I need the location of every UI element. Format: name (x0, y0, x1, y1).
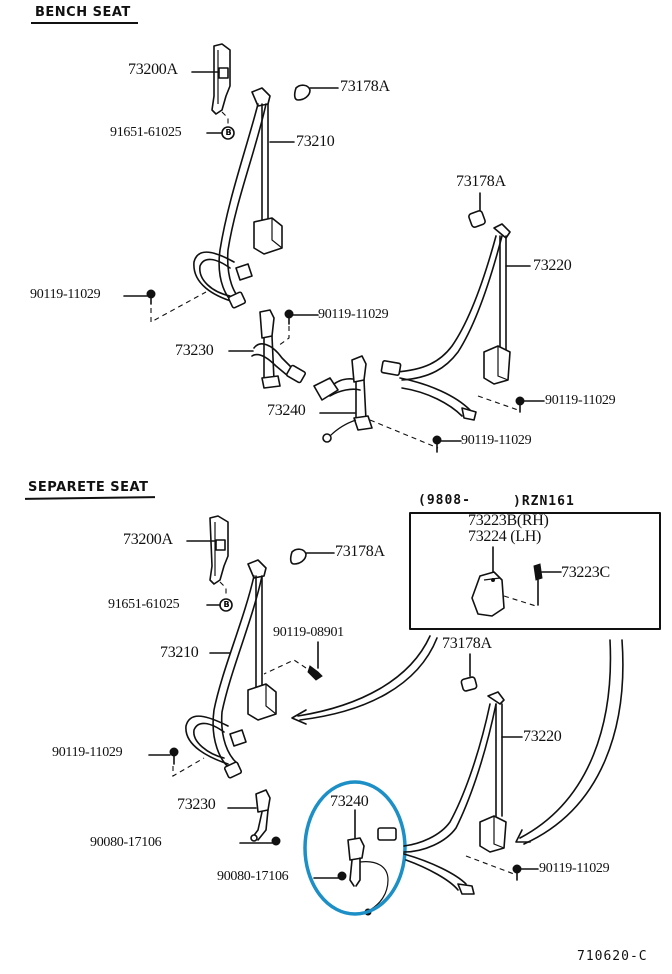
bolt-90119-11029-separate-left[interactable] (148, 747, 205, 777)
inset-header-model: )RZN161 (513, 494, 575, 509)
bench-seat-group (123, 43, 545, 453)
inset-header-date: (9808- (418, 493, 471, 508)
label-90119-11029-bench-left: 90119-11029 (30, 287, 101, 302)
arrow-to-front-retractor (291, 635, 438, 725)
part-73223b-73224[interactable] (471, 546, 537, 617)
label-91651-61025-separate: 91651-61025 (108, 597, 180, 612)
label-73178a-bench-front: 73178A (340, 78, 390, 95)
label-90080-17106-separate-1: 90080-17106 (90, 835, 162, 850)
cap-b-bench[interactable] (206, 126, 235, 140)
bolt-90119-11029-bench-right[interactable] (515, 396, 545, 413)
label-73178a-separate-front: 73178A (335, 543, 385, 560)
cap-b-separate[interactable] (206, 598, 233, 612)
part-73220-bench[interactable] (380, 223, 531, 421)
label-90119-11029-separate-right: 90119-11029 (539, 861, 610, 876)
label-90119-11029-bench-center: 90119-11029 (318, 307, 389, 322)
label-73210-separate: 73210 (160, 644, 199, 661)
part-73178a-bench-rear[interactable] (468, 192, 486, 228)
label-73178a-separate-rear: 73178A (442, 635, 492, 652)
label-73210-bench: 73210 (296, 133, 335, 150)
label-73220-bench: 73220 (533, 257, 572, 274)
bolt-90080-17106-separate-1[interactable] (239, 836, 281, 846)
label-73230-bench: 73230 (175, 342, 214, 359)
part-73230-separate[interactable] (227, 789, 271, 842)
label-90080-17106-separate-2: 90080-17106 (217, 869, 289, 884)
part-73178a-separate-front[interactable] (289, 548, 335, 565)
part-73178a-bench-front[interactable] (293, 84, 339, 101)
bolt-90119-08901-separate[interactable] (263, 641, 323, 681)
label-73223b-rh: 73223B(RH) (468, 512, 549, 529)
label-73220-separate: 73220 (523, 728, 562, 745)
bolt-90119-11029-bench-left[interactable] (123, 289, 207, 323)
label-73230-separate: 73230 (177, 796, 216, 813)
label-73224-lh: 73224 (LH) (468, 528, 541, 545)
part-73200a-bench[interactable] (191, 43, 231, 124)
label-91651-61025-bench: 91651-61025 (110, 125, 182, 140)
label-90119-11029-bench-bottom: 90119-11029 (461, 433, 532, 448)
section-title-underline (31, 22, 138, 24)
highlight-circle-73240 (303, 780, 407, 916)
separate-seat-group (148, 512, 661, 916)
bolt-73223c[interactable] (533, 563, 562, 606)
section-title-separate-seat: SEPARETE SEAT (28, 480, 149, 495)
label-73240-separate-highlighted: 73240 (330, 793, 369, 810)
label-73223c: 73223C (561, 564, 610, 581)
label-73178a-bench-rear: 73178A (456, 173, 506, 190)
label-73200a-bench: 73200A (128, 61, 178, 78)
part-73240-separate[interactable] (347, 809, 389, 916)
part-73200a-separate[interactable] (186, 515, 229, 596)
arrow-to-rear-retractor (515, 639, 624, 845)
part-73220-separate[interactable] (377, 691, 523, 895)
cap-symbol-bench: B (225, 128, 232, 137)
label-90119-11029-bench-right: 90119-11029 (545, 393, 616, 408)
bolt-90119-11029-separate-right[interactable] (512, 864, 539, 881)
bolt-90080-17106-separate-2[interactable] (313, 871, 347, 881)
part-73240-bench[interactable] (313, 355, 439, 449)
label-90119-11029-separate-left: 90119-11029 (52, 745, 123, 760)
part-73210-separate[interactable] (185, 559, 277, 779)
cap-symbol-separate: B (223, 600, 230, 609)
label-73200a-separate: 73200A (123, 531, 173, 548)
inset-box-rzn161 (409, 512, 661, 630)
label-73240-bench: 73240 (267, 402, 306, 419)
part-73178a-separate-rear[interactable] (460, 653, 478, 692)
bolt-90119-11029-bench-center[interactable] (277, 309, 319, 347)
part-73210-bench[interactable] (193, 87, 295, 309)
bolt-90119-11029-bench-bottom[interactable] (432, 435, 462, 453)
part-73230-bench[interactable] (228, 309, 306, 389)
section-title-bench-seat: BENCH SEAT (35, 5, 131, 20)
label-90119-08901-separate: 90119-08901 (273, 625, 344, 640)
diagram-reference-code: 710620-C (577, 949, 648, 964)
